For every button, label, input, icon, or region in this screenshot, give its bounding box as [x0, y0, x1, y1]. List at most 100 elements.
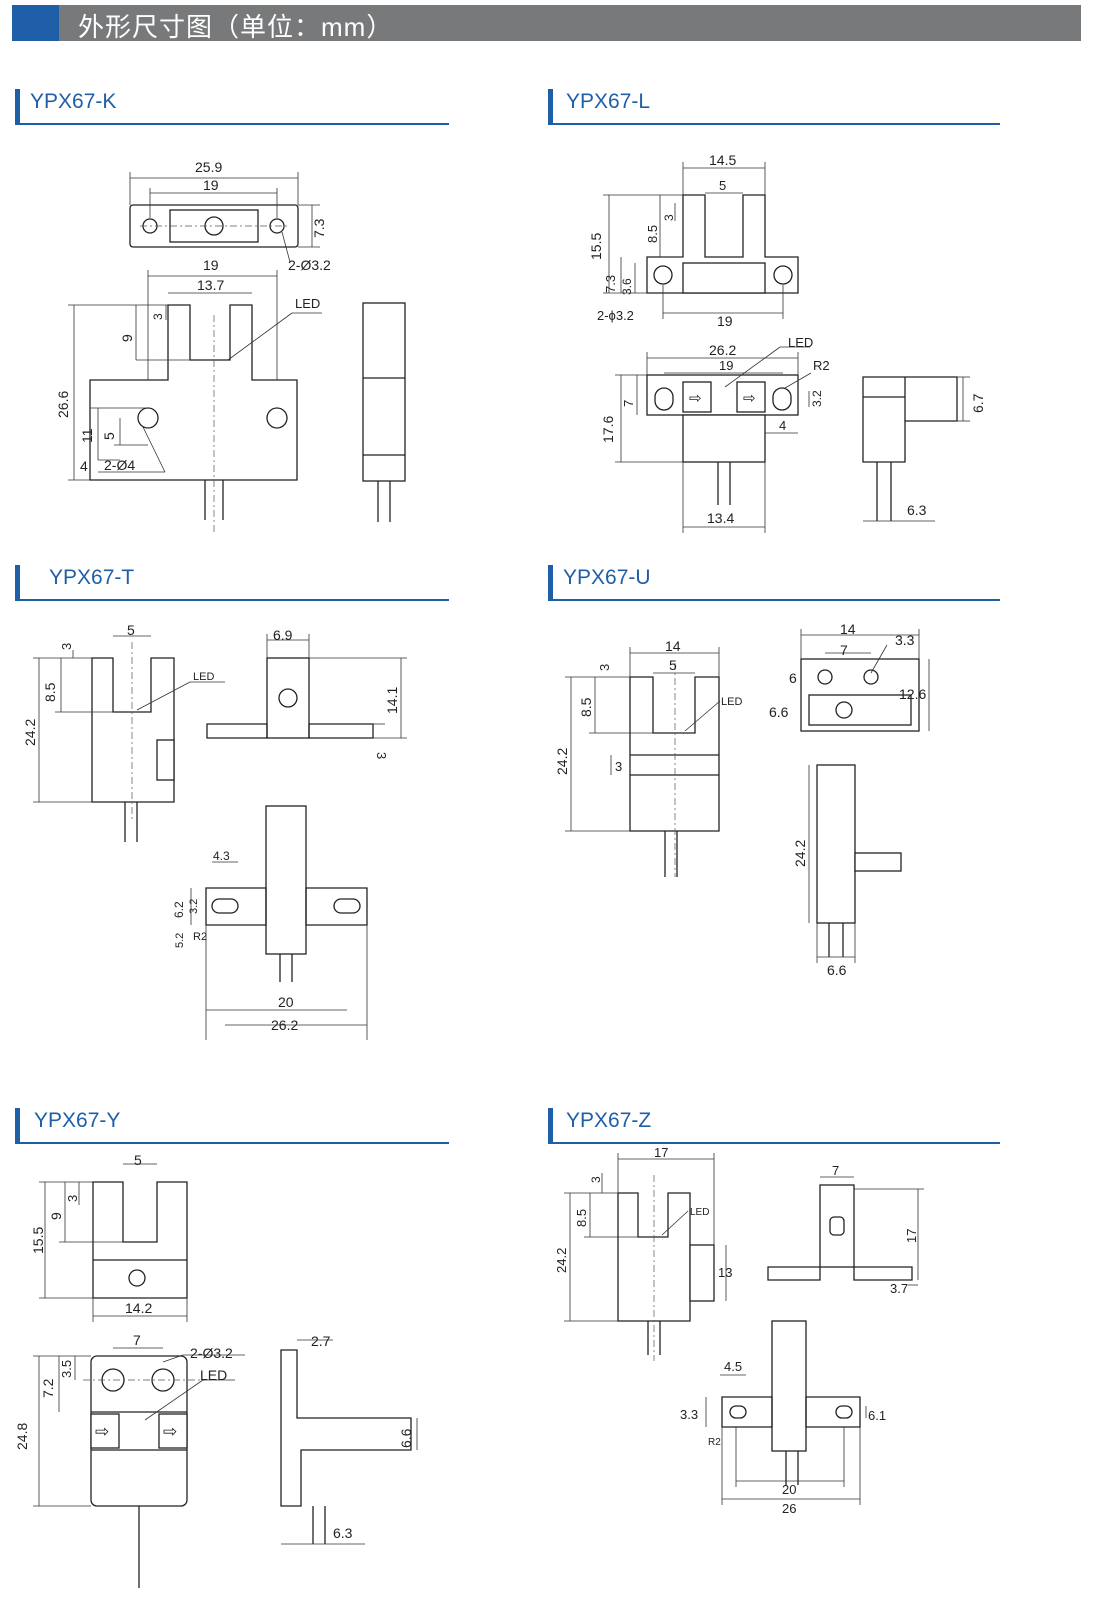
dim-label: 8.5	[645, 225, 660, 243]
dim-label: 2-Ø3.2	[190, 1345, 233, 1361]
dim-label: LED	[721, 696, 742, 708]
dim-label: 7.3	[603, 275, 618, 293]
dim-label: 20	[278, 994, 294, 1010]
drawing-ypx67-u: 14 5 3 8.5 24.2 LED 3 14 3.3 7 6 12.6 6.…	[555, 621, 930, 978]
dim-label: 5	[669, 657, 677, 673]
dim-label: 7	[621, 400, 636, 407]
drawing-ypx67-k: 25.9 19 7.3 2-Ø3.2 19 13.7 LED 3 9 26.6 …	[55, 159, 406, 535]
page-title: 外形尺寸图（单位：mm）	[78, 12, 394, 42]
dim-label: 3	[662, 214, 676, 221]
dim-label: 3	[374, 752, 389, 759]
dim-label: 3	[59, 643, 74, 650]
dim-label: 6.6	[827, 962, 847, 978]
dim-label: 7.2	[40, 1378, 56, 1398]
dim-label: 12.6	[899, 686, 926, 702]
dim-label: 26.2	[709, 342, 736, 358]
dim-label: 6.7	[970, 393, 986, 413]
dim-label: 17.6	[600, 416, 616, 443]
dim-label: 6.3	[907, 502, 927, 518]
dim-label: 4	[80, 458, 88, 474]
dim-label: 14.5	[709, 152, 736, 168]
section-marker	[548, 1108, 553, 1142]
dim-label: 6.2	[172, 901, 186, 918]
dim-label: 3	[597, 664, 612, 671]
dim-label: 9	[48, 1212, 64, 1220]
dim-label: LED	[788, 335, 813, 350]
dim-label: 24.2	[554, 1248, 569, 1273]
dim-label: 6.6	[398, 1428, 414, 1448]
section-heading-u: YPX67-U	[548, 565, 1000, 601]
dim-label: 3.6	[620, 278, 634, 295]
dim-label: 14.1	[384, 687, 400, 714]
dim-label: 17	[654, 1145, 668, 1160]
drawing-ypx67-z: 17 3 8.5 LED 24.2 13 7 17 3.7 4.5 3.3 6.…	[554, 1145, 924, 1516]
dim-label: 4	[779, 418, 786, 433]
dim-label: 4.3	[213, 849, 230, 863]
section-marker	[548, 89, 553, 123]
dim-label: 7.3	[311, 218, 327, 238]
dim-label: 5	[134, 1152, 142, 1168]
header-accent	[12, 5, 59, 41]
dim-label: 11	[79, 428, 95, 443]
dim-label: 2-Ø4	[104, 457, 135, 473]
dim-label: R2	[813, 358, 830, 373]
section-heading-l: YPX67-L	[548, 89, 1000, 125]
dim-label: 19	[719, 358, 733, 373]
dim-label: 8.5	[42, 682, 58, 702]
dim-label: 13.7	[197, 277, 224, 293]
dim-label: 2-Ø3.2	[288, 257, 331, 273]
dim-label: 8.5	[578, 697, 594, 717]
dim-label: 7	[840, 642, 848, 658]
dim-label: 24.2	[792, 840, 808, 867]
dim-label: LED	[200, 1367, 227, 1383]
drawing-ypx67-l: 14.5 5 3 8.5 15.5 7.3 3.6 2-ϕ3.2 19 ⇨ ⇨ …	[588, 152, 986, 533]
dim-label: 24.2	[555, 748, 570, 775]
dim-label: 19	[203, 177, 219, 193]
dim-label: 3.5	[59, 1360, 74, 1378]
dim-label: 17	[904, 1229, 919, 1243]
dim-label: 6.9	[273, 627, 293, 643]
page-header: 外形尺寸图（单位：mm）	[12, 5, 1081, 42]
dim-label: 26	[782, 1501, 796, 1516]
section-title: YPX67-L	[566, 90, 651, 113]
dim-label: 14	[665, 638, 681, 654]
arrow-icon: ⇨	[163, 1422, 177, 1441]
dim-label: 3	[615, 759, 622, 774]
arrow-icon: ⇨	[743, 390, 756, 407]
dim-label: 24.8	[15, 1423, 30, 1450]
dim-label: 3	[589, 1176, 603, 1183]
dim-label: 20	[782, 1482, 796, 1497]
dim-label: 26.2	[271, 1017, 298, 1033]
dim-label: 6.6	[769, 704, 789, 720]
dim-label: 5	[127, 622, 135, 638]
arrow-icon: ⇨	[689, 390, 702, 407]
dim-label: 13	[718, 1265, 732, 1280]
dim-label: 5	[101, 432, 117, 440]
section-marker	[15, 1108, 20, 1142]
section-title: YPX67-T	[49, 566, 135, 589]
dim-label: 5.2	[174, 933, 186, 948]
arrow-icon: ⇨	[95, 1422, 109, 1441]
dim-label: 19	[203, 257, 219, 273]
section-marker	[15, 89, 20, 123]
dim-label: 25.9	[195, 159, 222, 175]
dim-label: 4.5	[724, 1359, 742, 1374]
dim-label: 2-ϕ3.2	[597, 308, 634, 323]
section-title: YPX67-Y	[34, 1109, 121, 1132]
dim-label: 7	[133, 1332, 141, 1348]
dim-label: LED	[193, 671, 214, 683]
section-heading-t: YPX67-T	[15, 565, 449, 601]
section-marker	[548, 565, 553, 599]
dim-label: 3.3	[680, 1407, 698, 1422]
dim-label: R2	[193, 931, 207, 943]
dim-label: 2.7	[311, 1333, 331, 1349]
dim-label: 3	[151, 313, 165, 320]
dim-label: 3	[65, 1195, 80, 1202]
dim-label: 6.3	[333, 1525, 353, 1541]
dim-label: 6	[789, 670, 797, 686]
dim-label: LED	[690, 1207, 709, 1218]
section-marker	[15, 565, 20, 599]
dim-label: 13.4	[707, 510, 734, 526]
section-heading-k: YPX67-K	[15, 89, 449, 125]
dim-label: R2	[708, 1437, 721, 1448]
